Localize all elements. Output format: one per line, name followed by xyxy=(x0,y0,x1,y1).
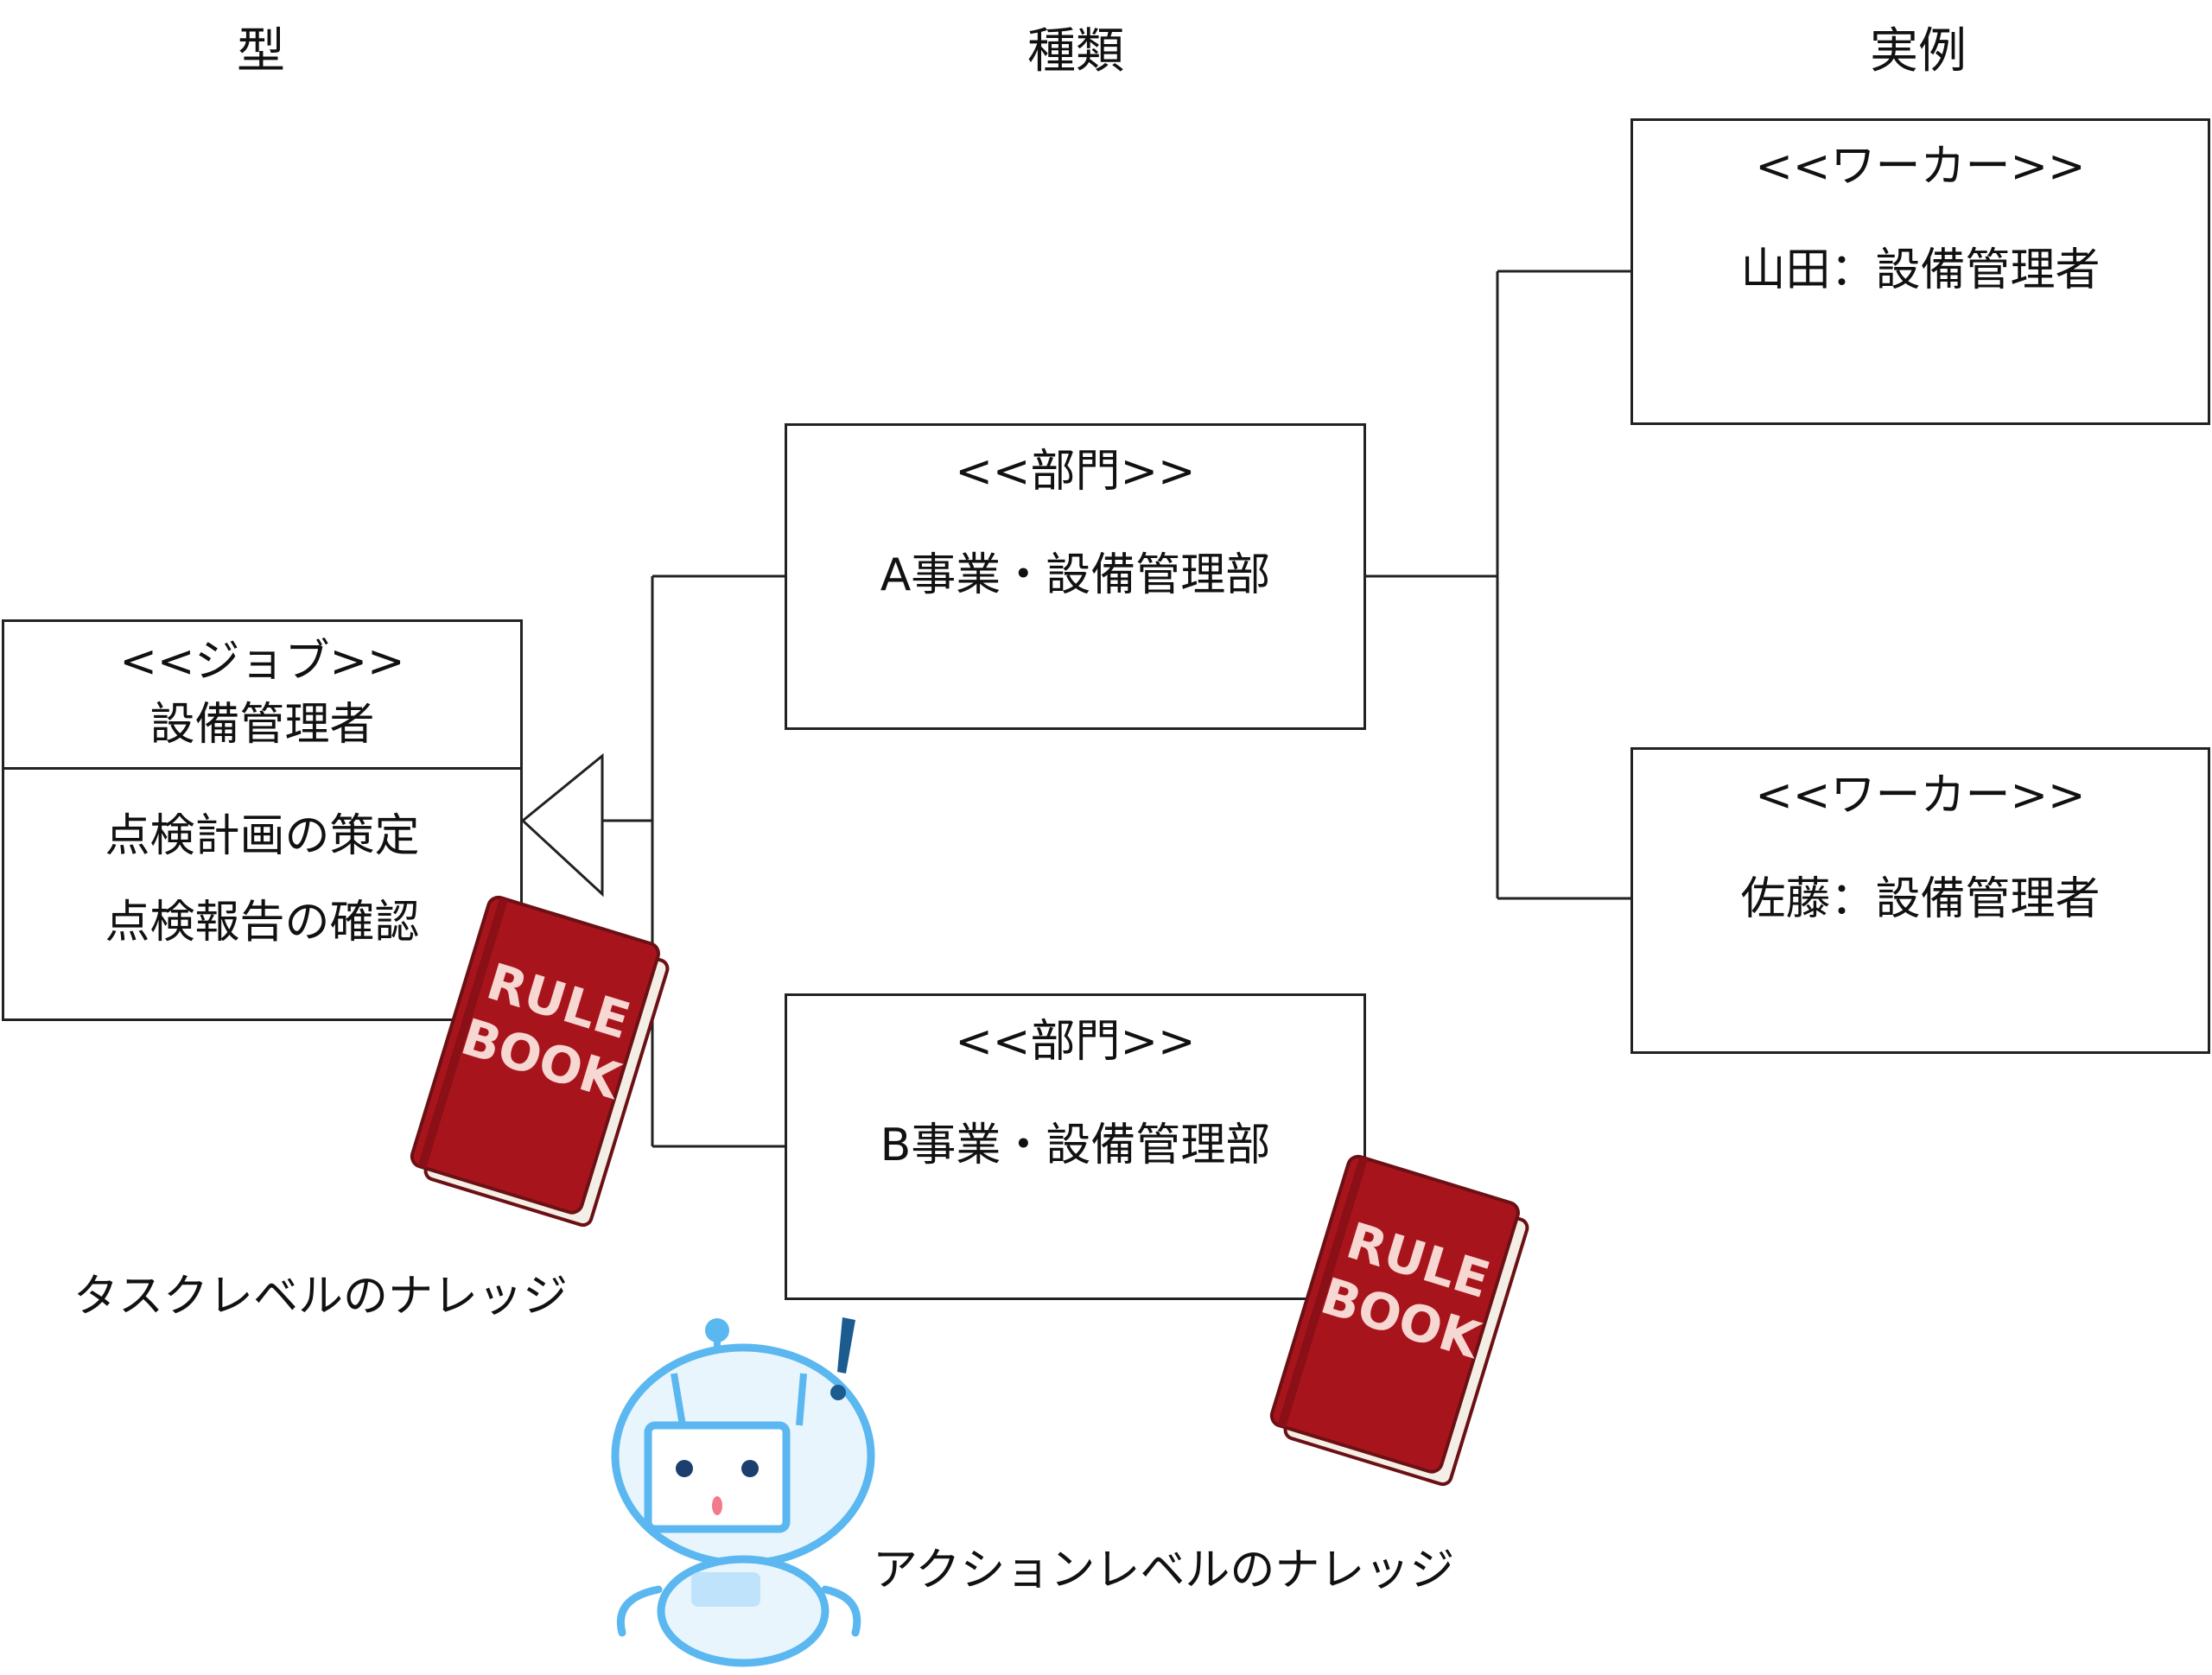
job-divider xyxy=(4,767,520,770)
department-b-name: B事業・設備管理部 xyxy=(880,1120,1271,1171)
job-class-box: <<ジョブ>> 設備管理者 点検計画の策定 点検報告の確認 xyxy=(2,619,523,1021)
worker-box-yamada: <<ワーカー>> 山田：設備管理者 xyxy=(1630,118,2210,425)
department-box-a: <<部門>> A事業・設備管理部 xyxy=(785,423,1366,730)
column-header-instance: 実例 xyxy=(1870,23,1967,79)
department-box-b: <<部門>> B事業・設備管理部 xyxy=(785,993,1366,1300)
column-header-kind: 種類 xyxy=(1027,23,1124,79)
rulebook-icon: RULE BOOK xyxy=(1269,1154,1529,1487)
exclamation-icon xyxy=(830,1317,855,1400)
job-name: 設備管理者 xyxy=(149,699,375,751)
department-a-stereotype: <<部門>> xyxy=(955,446,1196,498)
worker-box-sato: <<ワーカー>> 佐藤：設備管理者 xyxy=(1630,747,2210,1054)
job-method-2: 点検報告の確認 xyxy=(105,897,420,949)
worker-sato-name: 佐藤：設備管理者 xyxy=(1740,873,2101,925)
action-knowledge-caption: アクションレベルのナレッジ xyxy=(873,1545,1455,1596)
robot-icon xyxy=(611,1318,875,1667)
worker-yamada-stereotype: <<ワーカー>> xyxy=(1755,141,2086,193)
inheritance-triangle-icon xyxy=(520,752,604,898)
department-b-stereotype: <<部門>> xyxy=(955,1016,1196,1068)
column-header-type: 型 xyxy=(237,23,285,79)
rulebook-icon: RULE BOOK xyxy=(410,895,670,1228)
department-a-name: A事業・設備管理部 xyxy=(880,549,1271,601)
job-stereotype: <<ジョブ>> xyxy=(119,636,405,688)
job-method-1: 点検計画の策定 xyxy=(105,810,420,862)
worker-yamada-name: 山田：設備管理者 xyxy=(1740,244,2101,296)
worker-sato-stereotype: <<ワーカー>> xyxy=(1755,770,2086,822)
task-knowledge-caption: タスクレベルのナレッジ xyxy=(73,1271,569,1323)
